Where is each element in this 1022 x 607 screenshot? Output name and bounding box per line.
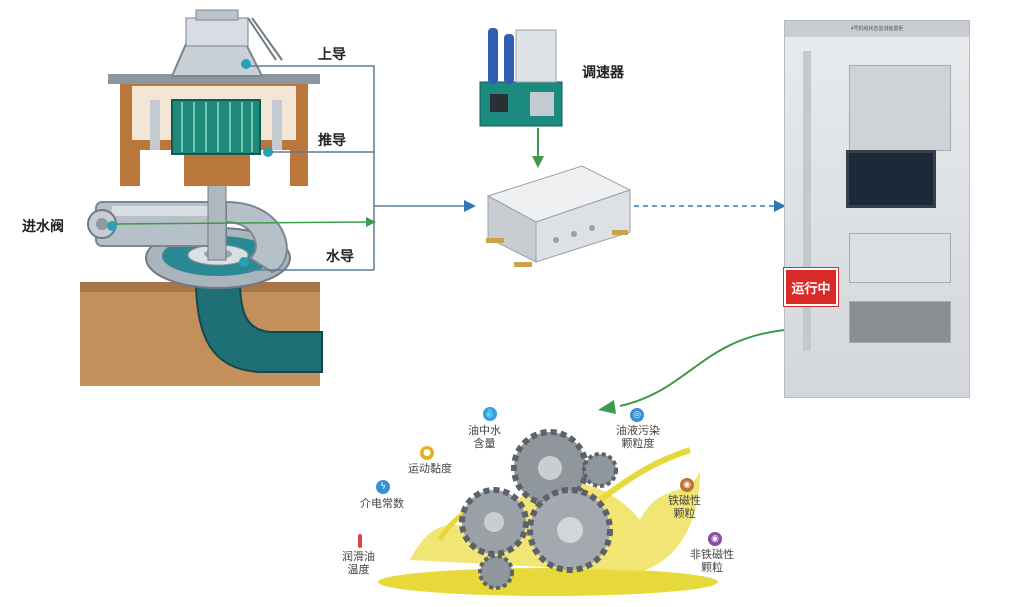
water-guide-label: 水导: [326, 249, 354, 265]
top-superstructure: [170, 9, 283, 77]
monitoring-cabinet: 4号机组状态监测装置柜: [784, 20, 970, 398]
ferrous-icon: ◉: [680, 478, 694, 492]
water-content-label: 油中水 含量: [468, 424, 501, 450]
inlet-valve-label: 进水阀: [22, 219, 64, 235]
to-box-arrowhead: [464, 200, 476, 212]
cabinet-side-strip: [803, 51, 811, 351]
upper-guide-label: 上导: [318, 47, 346, 63]
inlet-valve-line: [115, 221, 369, 225]
governor-arrowhead: [532, 156, 544, 168]
contamination-label: 油液污染 颗粒度: [616, 424, 660, 450]
water-guide-sensor: [239, 257, 249, 267]
rotor: [171, 99, 261, 155]
cabinet-screen: [846, 150, 936, 208]
nonferrous-label: 非铁磁性 颗粒: [690, 548, 734, 574]
acquisition-box: [486, 165, 632, 267]
dielectric-icon: ϟ: [376, 480, 390, 494]
viscosity-label: 运动黏度: [408, 462, 452, 475]
rack-panel-bottom: [849, 301, 951, 343]
temperature-label: 润滑油 温度: [342, 550, 375, 576]
rack-panel-top: [849, 65, 951, 151]
gears: [459, 429, 618, 590]
thermometer-icon: [358, 534, 362, 548]
leader-lines: [248, 65, 375, 271]
draft-tube: [194, 279, 323, 373]
governor-label: 调速器: [582, 65, 624, 81]
contamination-icon: ◎: [630, 408, 644, 422]
water-drop-icon: 💧: [483, 407, 497, 421]
governor-machine: [479, 28, 563, 127]
cabinet-header: 4号机组状态监测装置柜: [785, 21, 969, 37]
running-badge: 运行中: [784, 268, 838, 306]
thrust-guide-label: 推导: [318, 133, 346, 149]
nonferrous-icon: ◉: [708, 532, 722, 546]
inlet-arrowhead: [366, 217, 376, 227]
inlet-valve-sensor: [107, 221, 117, 231]
viscosity-icon: ●: [420, 446, 434, 460]
cabinet-to-oil-arrowhead: [598, 400, 616, 414]
upper-guide-sensor: [241, 59, 251, 69]
rack-panel-mid: [849, 233, 951, 283]
thrust-guide-sensor: [263, 147, 273, 157]
dielectric-label: 介电常数: [360, 497, 404, 510]
cabinet-to-oil-arrow: [619, 329, 785, 407]
ferrous-label: 铁磁性 颗粒: [668, 494, 701, 520]
to-cabinet-arrowhead: [774, 200, 786, 212]
